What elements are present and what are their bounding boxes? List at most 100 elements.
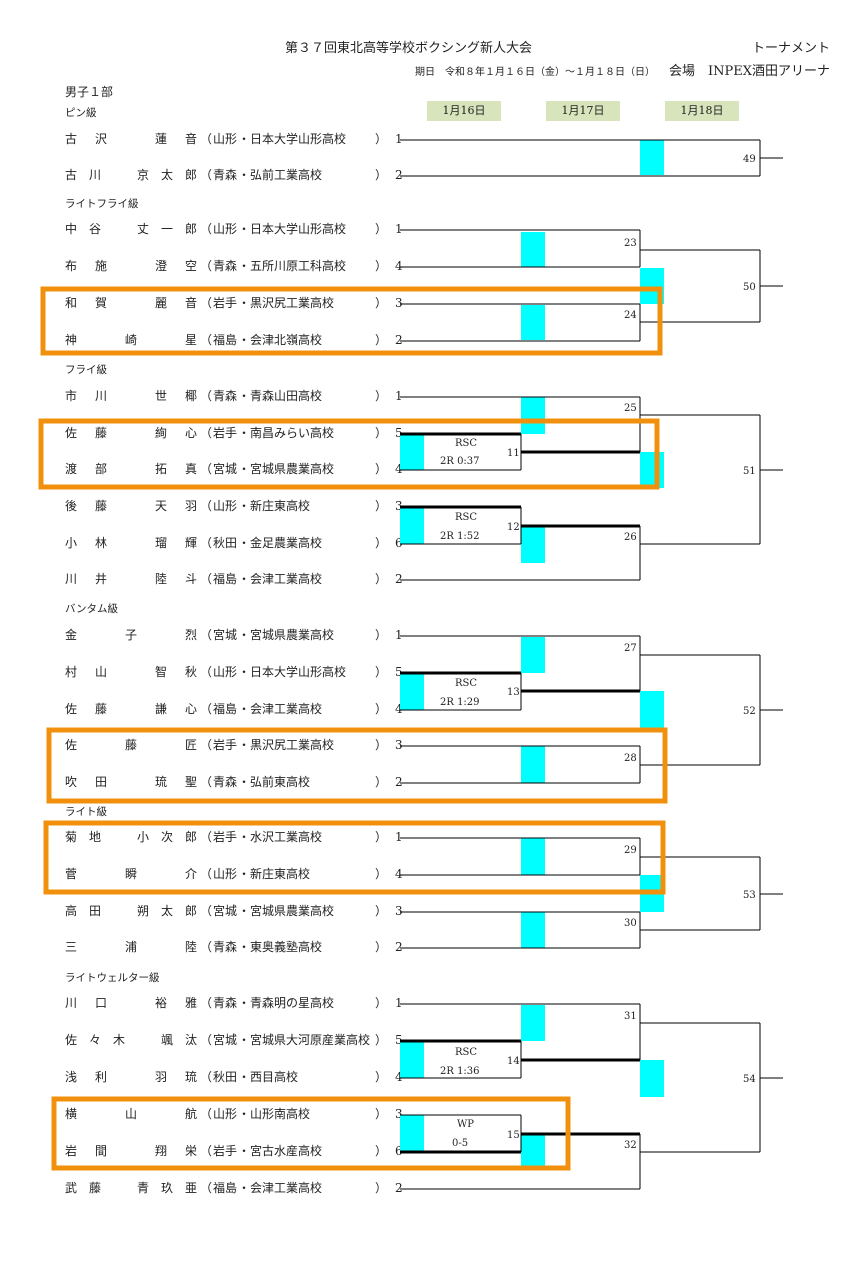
highlight-circle	[51, 1096, 571, 1171]
highlight-box	[400, 434, 424, 470]
close-paren: ）	[375, 1033, 388, 1047]
school-name: 西目高校	[250, 1070, 299, 1084]
open-paren: （	[200, 775, 213, 789]
draw-number: 6	[395, 1144, 403, 1158]
prefecture: 山形	[213, 1107, 238, 1121]
separator: ・	[238, 572, 251, 586]
separator: ・	[238, 333, 251, 347]
close-paren: ）	[375, 665, 388, 679]
match-number: 51	[743, 466, 756, 477]
close-paren: ）	[375, 940, 388, 954]
school-name: 宮城県農業高校	[250, 904, 335, 918]
entrant-name: 村 山 智 秋	[65, 665, 197, 679]
close-paren: ）	[375, 222, 388, 236]
match-number: 28	[624, 753, 637, 764]
highlight-box	[521, 746, 545, 783]
prefecture: 山形	[213, 222, 238, 236]
close-paren: ）	[375, 867, 388, 881]
draw-number: 2	[395, 168, 403, 182]
open-paren: （	[200, 333, 213, 347]
highlight-box	[640, 691, 664, 728]
document-type: トーナメント	[751, 41, 830, 56]
draw-number: 1	[395, 628, 403, 642]
school-name: 金足農業高校	[250, 536, 323, 550]
entrant-name: 三 浦 陸	[65, 940, 197, 954]
separator: ・	[238, 1181, 251, 1195]
draw-number: 1	[395, 222, 403, 236]
match-number: 26	[624, 532, 637, 543]
draw-number: 3	[395, 1107, 403, 1121]
weight-class-label: ピン級	[65, 107, 97, 119]
school-name: 弘前工業高校	[250, 168, 323, 182]
match-result: RSC	[455, 438, 477, 449]
highlight-boxes	[400, 140, 664, 1166]
match-detail: 0-5	[452, 1138, 468, 1149]
school-name: 宮城県農業高校	[250, 628, 335, 642]
highlight-box	[521, 1005, 545, 1041]
prefecture: 秋田	[213, 1070, 238, 1084]
entrant-name: 中 谷 丈 一 郎	[65, 222, 197, 236]
entrant-name: 市 川 世 椰	[65, 389, 197, 403]
close-paren: ）	[375, 830, 388, 844]
close-paren: ）	[375, 333, 388, 347]
school-name: 日本大学山形高校	[250, 222, 347, 236]
draw-number: 5	[395, 426, 403, 440]
draw-number: 5	[395, 665, 403, 679]
prefecture: 福島	[213, 702, 238, 716]
match-number: 15	[507, 1130, 520, 1141]
entrant-name: 古 川 京 太 郎	[65, 168, 197, 182]
weight-class-label: ライトウェルター級	[65, 972, 160, 984]
school-name: 五所川原工科高校	[250, 259, 347, 273]
draw-number: 4	[395, 259, 403, 273]
separator: ・	[238, 1144, 251, 1158]
highlight-box	[400, 673, 424, 710]
entry-row: 小 林 瑠 輝（秋田・金足農業高校）6	[65, 534, 403, 552]
entry-row: 中 谷 丈 一 郎（山形・日本大学山形高校）1	[65, 220, 403, 238]
prefecture: 山形	[213, 499, 238, 513]
highlight-box	[400, 1115, 424, 1152]
entry-row: 佐 藤 匠（岩手・黒沢尻工業高校）3	[65, 736, 403, 754]
highlight-box	[400, 1041, 424, 1078]
day3-header: 1月18日	[665, 101, 739, 121]
separator: ・	[238, 775, 251, 789]
prefecture: 福島	[213, 333, 238, 347]
entry-row: 浅 利 羽 琉（秋田・西目高校）4	[65, 1068, 403, 1086]
school-name: 会津工業高校	[250, 572, 323, 586]
open-paren: （	[200, 1033, 213, 1047]
highlight-box	[521, 305, 545, 340]
entrant-name: 川 口 裕 雅	[65, 996, 197, 1010]
division-label: 男子１部	[65, 85, 114, 99]
prefecture: 岩手	[213, 830, 238, 844]
draw-number: 4	[395, 462, 403, 476]
entry-row: 佐 藤 絢 心（岩手・南昌みらい高校）5	[65, 424, 403, 442]
match-result: RSC	[455, 678, 477, 689]
school-name: 宮城県大河原産業高校	[250, 1033, 371, 1047]
open-paren: （	[200, 1070, 213, 1084]
event-info: 期日 令和８年１月１６日（金）～１月１８日（日） 会場 INPEX酒田アリーナ	[415, 60, 830, 79]
weight-class-label: ライト級	[65, 806, 107, 818]
separator: ・	[238, 1107, 251, 1121]
prefecture: 宮城	[213, 462, 238, 476]
match-detail: 2R 0:37	[440, 456, 480, 467]
circled-boxes	[38, 286, 668, 1171]
entry-row: 佐 藤 謙 心（福島・会津工業高校）4	[65, 700, 403, 718]
prefecture: 青森	[213, 996, 238, 1010]
highlight-box	[521, 397, 545, 434]
school-name: 青森山田高校	[250, 389, 323, 403]
draw-number: 1	[395, 389, 403, 403]
highlight-box	[640, 1060, 664, 1097]
match-detail: 2R 1:29	[440, 697, 480, 708]
match-number: 54	[743, 1074, 756, 1085]
draw-number: 2	[395, 572, 403, 586]
open-paren: （	[200, 830, 213, 844]
prefecture: 福島	[213, 572, 238, 586]
entrant-name: 佐 藤 絢 心	[65, 426, 197, 440]
entrant-name: 川 井 陸 斗	[65, 572, 197, 586]
entry-row: 川 口 裕 雅（青森・青森明の星高校）1	[65, 994, 403, 1012]
school-name: 東奥義塾高校	[250, 940, 323, 954]
prefecture: 岩手	[213, 738, 238, 752]
school-name: 日本大学山形高校	[250, 132, 347, 146]
entrant-name: 吹 田 琉 聖	[65, 775, 197, 789]
entrant-name: 菊 地 小 次 郎	[65, 830, 197, 844]
